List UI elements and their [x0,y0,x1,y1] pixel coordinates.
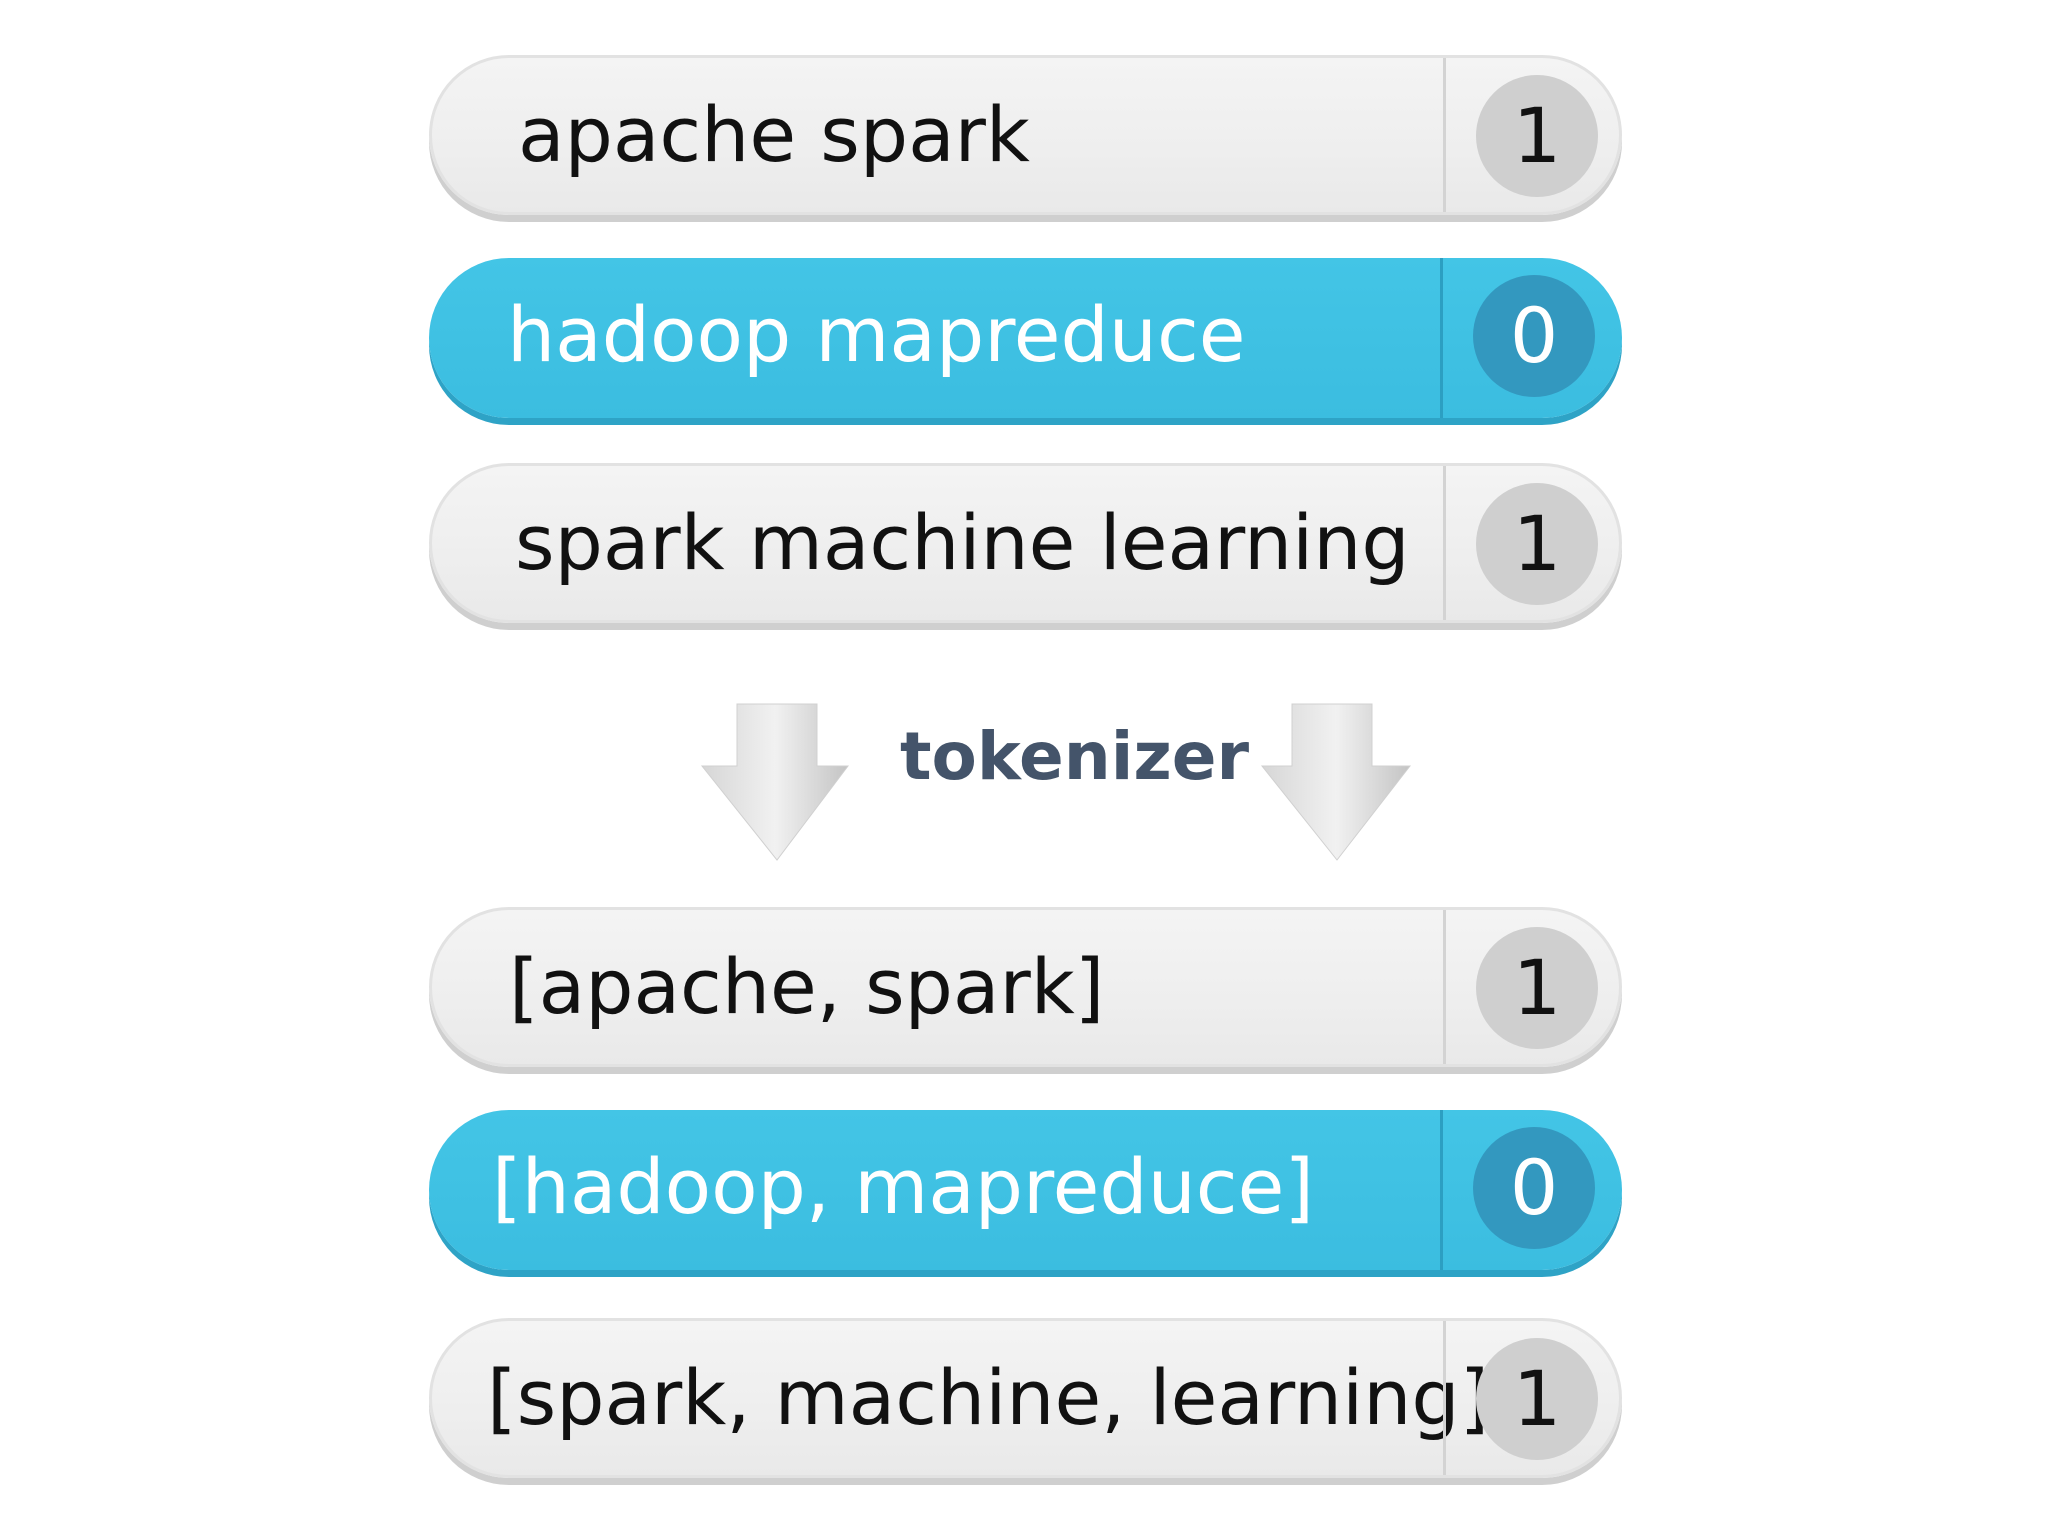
input-row-hadoop-mapreduce: hadoop mapreduce 0 [429,258,1622,418]
output-row-spark-machine-learning: [spark, machine, learning] 1 [429,1318,1622,1478]
label-badge: 1 [1476,75,1598,197]
label-badge: 0 [1473,1127,1595,1249]
down-arrow-icon [1260,703,1412,861]
output-row-apache-spark: [apache, spark] 1 [429,907,1622,1067]
output-row-text: [spark, machine, learning] [487,1353,1490,1442]
output-row-hadoop-mapreduce: [hadoop, mapreduce] 0 [429,1110,1622,1270]
label-badge: 0 [1473,275,1595,397]
label-badge: 1 [1476,927,1598,1049]
label-badge: 1 [1476,1338,1598,1460]
input-row-text: spark machine learning [515,498,1410,587]
down-arrow-icon [700,703,850,861]
row-divider [1443,466,1446,620]
tokenizer-label: tokenizer [900,718,1250,795]
row-divider [1443,58,1446,212]
input-row-spark-machine-learning: spark machine learning 1 [429,463,1622,623]
input-row-text: apache spark [518,90,1030,179]
row-divider [1443,1321,1446,1475]
input-row-text: hadoop mapreduce [507,290,1246,379]
row-divider [1440,258,1443,418]
output-row-text: [hadoop, mapreduce] [492,1142,1314,1231]
row-divider [1443,910,1446,1064]
input-row-apache-spark: apache spark 1 [429,55,1622,215]
output-row-text: [apache, spark] [509,942,1105,1031]
label-badge: 1 [1476,483,1598,605]
row-divider [1440,1110,1443,1270]
